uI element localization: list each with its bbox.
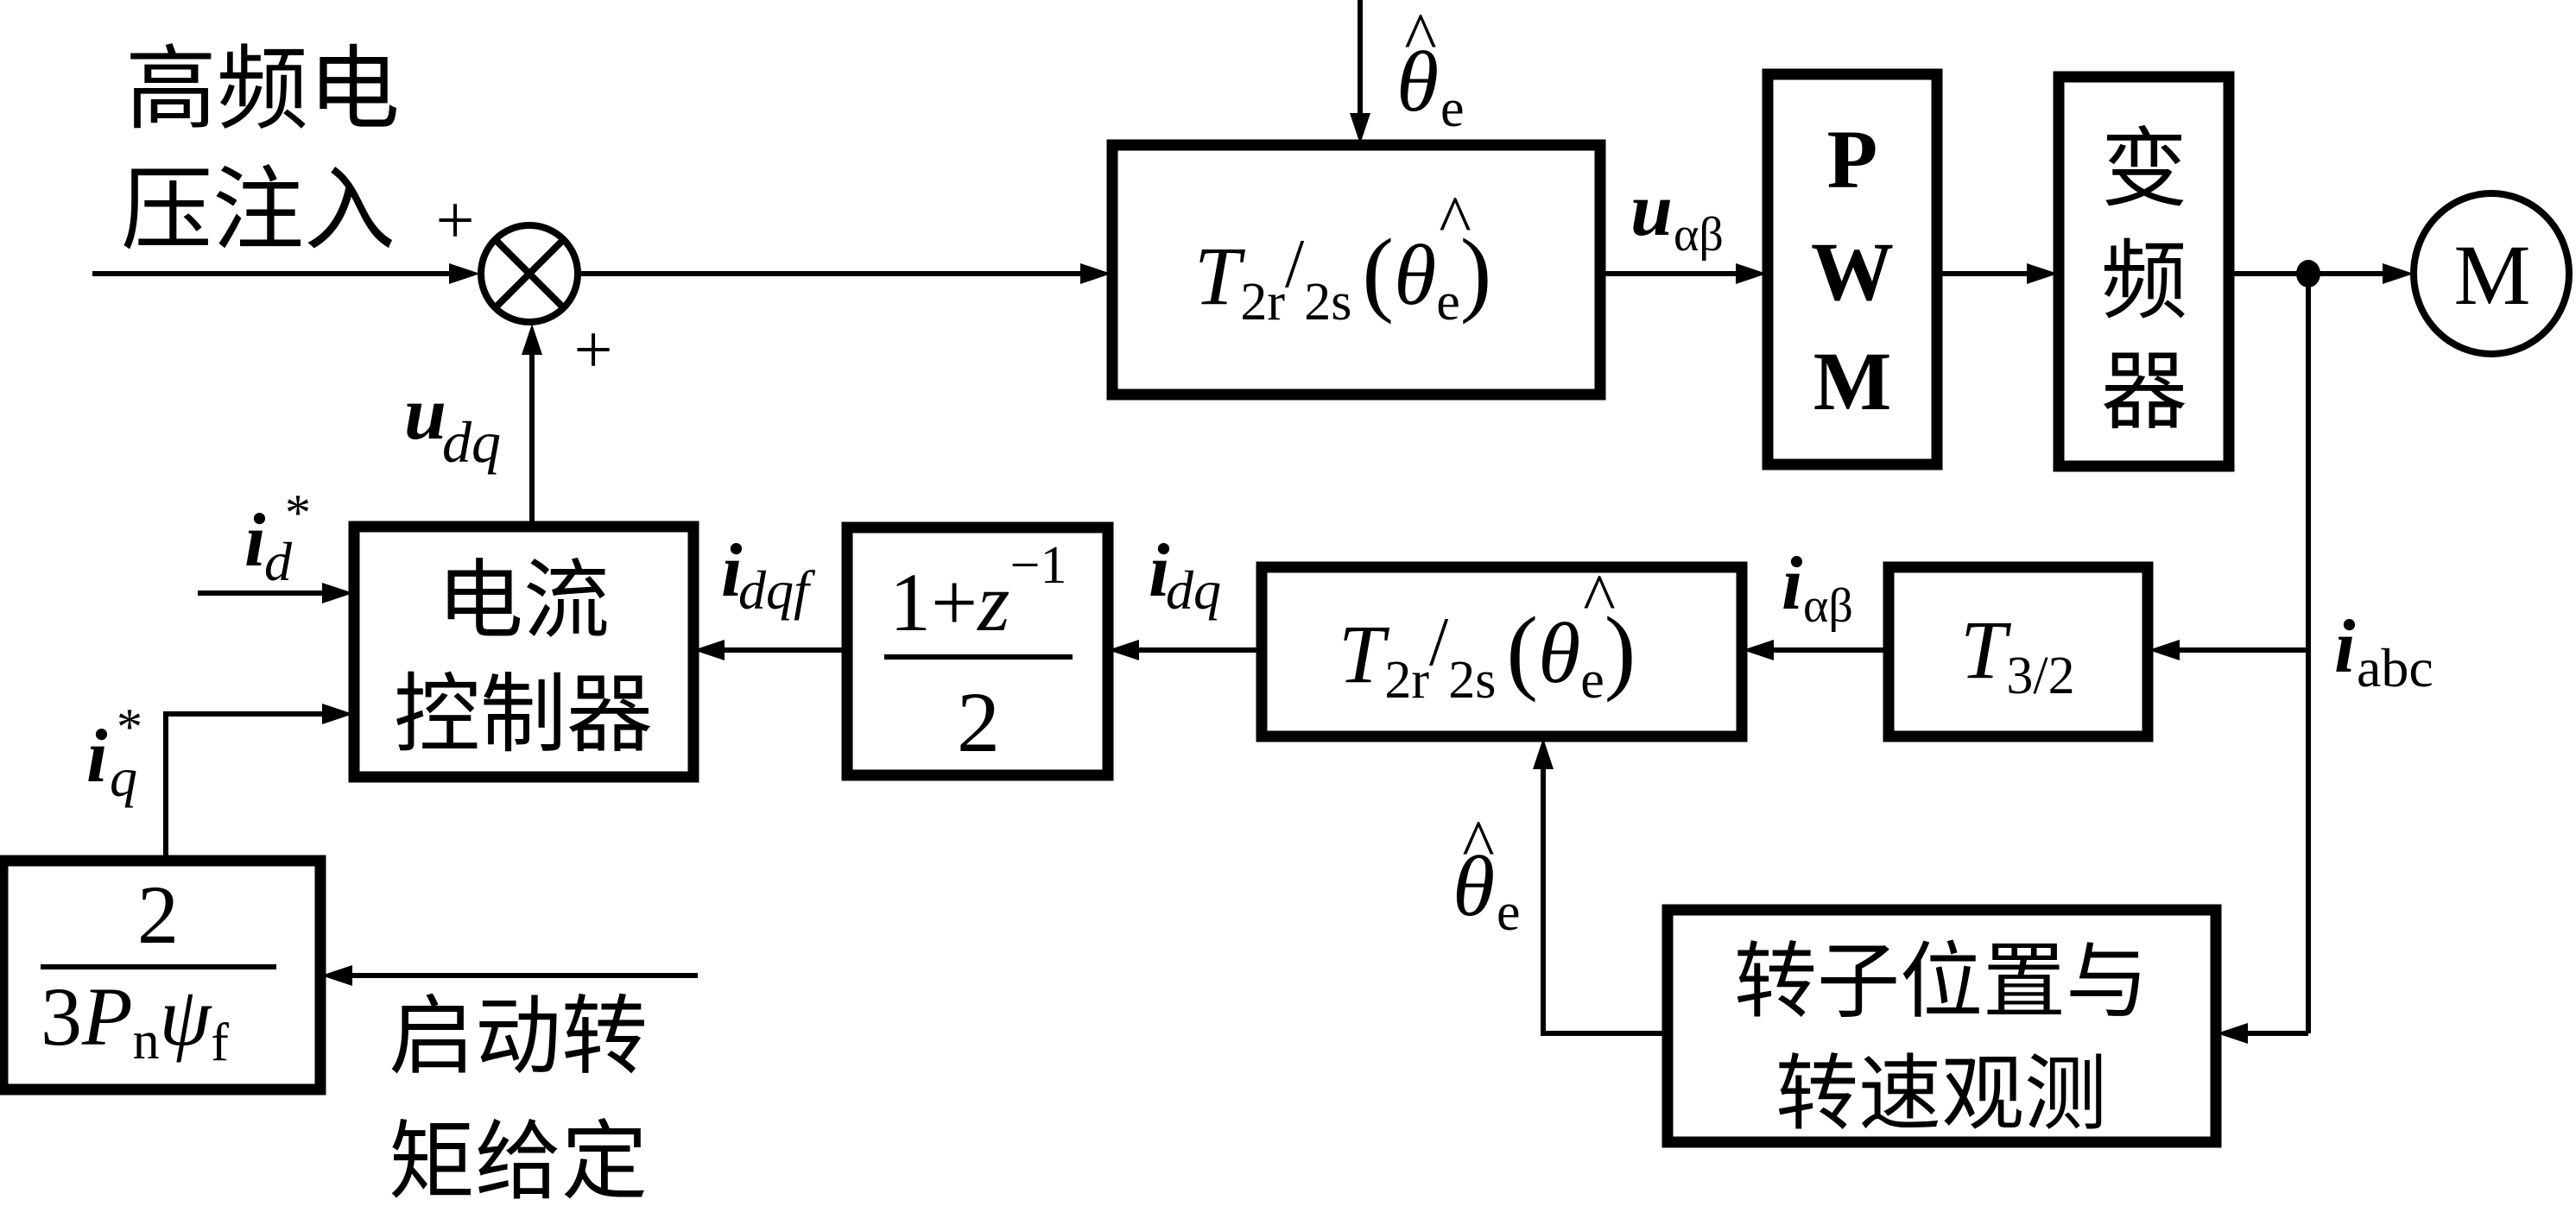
clarke-block[interactable]: T3/2 bbox=[1883, 561, 2154, 742]
arrowhead bbox=[1080, 263, 1111, 284]
svg-text:T3/2: T3/2 bbox=[1960, 603, 2075, 705]
arrowhead bbox=[322, 583, 353, 603]
svg-text:i: i bbox=[2334, 605, 2356, 689]
svg-text:T2r/2s(θe): T2r/2s(θe) bbox=[1339, 597, 1636, 710]
theta-fb-label: ^ θ e bbox=[1453, 807, 1521, 942]
observer-block[interactable]: 转子位置与 转速观测 bbox=[1661, 904, 2222, 1148]
idqf-label: i dqf bbox=[721, 529, 816, 621]
uab-label: u αβ bbox=[1630, 168, 1724, 262]
arrowhead bbox=[449, 263, 480, 284]
svg-text:^: ^ bbox=[1462, 807, 1495, 883]
arrowhead bbox=[522, 324, 542, 355]
svg-text:i: i bbox=[1782, 542, 1803, 626]
arrowhead bbox=[1108, 640, 1139, 660]
iab-label: i αβ bbox=[1782, 542, 1853, 633]
svg-text:M: M bbox=[1813, 335, 1892, 427]
svg-text:u: u bbox=[404, 372, 446, 456]
svg-text:u: u bbox=[1630, 168, 1673, 252]
arrowhead bbox=[322, 704, 353, 724]
transform-symbol: T bbox=[1194, 230, 1246, 322]
svg-text:2: 2 bbox=[957, 674, 1000, 770]
arrowhead bbox=[693, 640, 725, 660]
svg-text:e: e bbox=[1497, 883, 1521, 942]
svg-text:控制器: 控制器 bbox=[394, 664, 653, 765]
svg-text:频: 频 bbox=[2101, 230, 2187, 332]
startup-torque-label-line2: 矩给定 bbox=[389, 1111, 648, 1212]
svg-text:αβ: αβ bbox=[1674, 208, 1724, 262]
hf-injection-label-line1: 高频电 bbox=[125, 36, 400, 142]
filter-block[interactable]: 1+z−1 2 bbox=[841, 521, 1114, 781]
svg-text:θ: θ bbox=[1453, 838, 1495, 934]
iq-ref-label: i q * bbox=[86, 698, 142, 808]
current-controller-block[interactable]: 电流 控制器 bbox=[348, 521, 699, 783]
svg-text:2: 2 bbox=[137, 868, 179, 961]
svg-text:dq: dq bbox=[1166, 559, 1221, 621]
torque-gain-block[interactable]: 2 3Pnψf bbox=[0, 855, 326, 1096]
startup-torque-label-line1: 启动转 bbox=[389, 986, 648, 1087]
inverter-block[interactable]: 变 频 器 bbox=[2053, 71, 2235, 472]
arrowhead bbox=[2383, 263, 2414, 284]
svg-text:i: i bbox=[1149, 529, 1170, 613]
iabc-label: i abc bbox=[2334, 605, 2434, 698]
svg-text:q: q bbox=[110, 747, 137, 808]
arrowhead bbox=[1743, 640, 1774, 660]
hat-accent: ^ bbox=[1439, 183, 1472, 259]
connections bbox=[92, 0, 2414, 1044]
sum-sign-top: + bbox=[435, 183, 474, 259]
theta-top-label: ^ θ e bbox=[1396, 0, 1465, 138]
arrowhead bbox=[1736, 263, 1767, 284]
arrowhead bbox=[2149, 640, 2180, 660]
hf-injection-label-line2: 压注入 bbox=[121, 157, 396, 263]
summing-junction[interactable] bbox=[478, 222, 581, 325]
svg-text:i: i bbox=[244, 499, 266, 583]
svg-text:T2r/2s(θe): T2r/2s(θe) bbox=[1194, 219, 1491, 332]
svg-text:*: * bbox=[117, 698, 142, 755]
svg-text:e: e bbox=[1440, 79, 1465, 138]
svg-text:i: i bbox=[721, 529, 743, 613]
svg-text:器: 器 bbox=[2101, 341, 2187, 442]
svg-text:θ: θ bbox=[1396, 34, 1439, 129]
svg-text:αβ: αβ bbox=[1803, 579, 1853, 633]
svg-text:d: d bbox=[264, 531, 293, 592]
pwm-block[interactable]: P W M bbox=[1762, 68, 1943, 470]
idq-label: i dq bbox=[1149, 529, 1221, 621]
svg-text:3Pnψf: 3Pnψf bbox=[41, 970, 229, 1072]
lower-transform-block[interactable]: T2r/2s(θe) ^ bbox=[1256, 561, 1748, 742]
svg-text:W: W bbox=[1811, 225, 1894, 318]
svg-text:转速观测: 转速观测 bbox=[1775, 1045, 2107, 1142]
svg-text:变: 变 bbox=[2101, 118, 2187, 219]
upper-transform-block[interactable]: T2r/2s(θe) ^ bbox=[1106, 139, 1606, 401]
arrowhead bbox=[321, 965, 352, 986]
arrowhead bbox=[1533, 738, 1554, 769]
id-ref-label: i d * bbox=[244, 484, 311, 592]
svg-text:P: P bbox=[1827, 113, 1878, 205]
motor-icon: M bbox=[2454, 227, 2531, 323]
arrowhead bbox=[1350, 113, 1370, 144]
svg-text:1+z−1: 1+z−1 bbox=[889, 536, 1066, 648]
arrowhead bbox=[2217, 1023, 2248, 1044]
theta-feedback-line bbox=[1541, 753, 1668, 1036]
udq-label: u dq bbox=[404, 372, 501, 475]
iq-ref-line bbox=[163, 711, 339, 861]
svg-text:i: i bbox=[86, 715, 108, 799]
hat-accent: ^ bbox=[1583, 561, 1616, 637]
motor[interactable]: M bbox=[2410, 190, 2573, 357]
arrowhead bbox=[2027, 263, 2058, 284]
svg-text:^: ^ bbox=[1404, 0, 1437, 76]
svg-text:电流: 电流 bbox=[437, 550, 610, 651]
svg-text:*: * bbox=[285, 484, 311, 541]
svg-text:转子位置与: 转子位置与 bbox=[1734, 933, 2149, 1030]
svg-text:dqf: dqf bbox=[738, 559, 816, 621]
sum-sign-bottom: + bbox=[573, 313, 612, 388]
multiply-cross-icon bbox=[492, 237, 566, 311]
svg-text:dq: dq bbox=[442, 409, 501, 475]
svg-text:abc: abc bbox=[2357, 637, 2434, 698]
